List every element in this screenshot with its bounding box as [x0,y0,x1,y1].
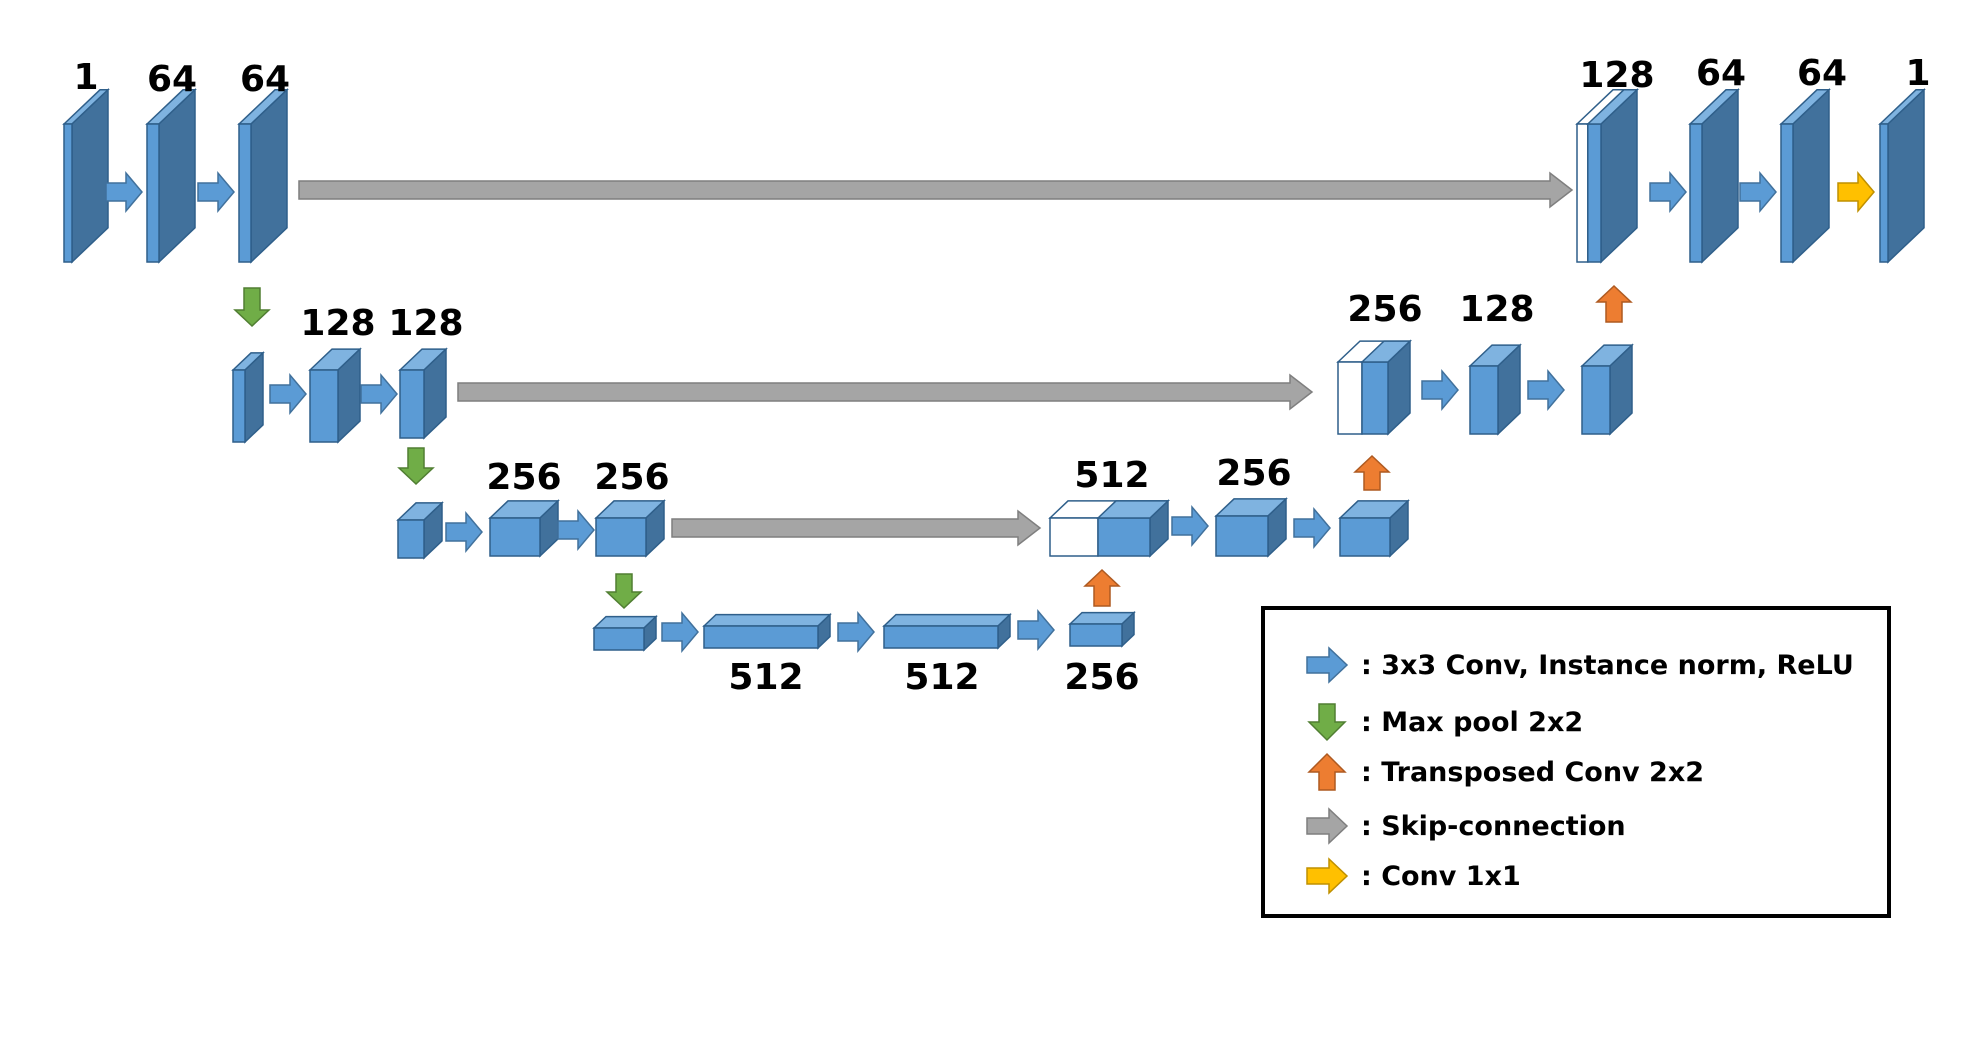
conv-arrow-dec3-1 [1171,504,1209,548]
block-dec3-b [1338,499,1410,558]
label-enc2-a: 128 [300,303,376,344]
legend-item-final: : Conv 1x1 [1305,856,1521,896]
label-enc3-b: 256 [594,457,670,498]
maxpool-arrow-1 [233,287,271,328]
block-bott-b [882,612,1012,650]
block-dec1-b [1779,88,1831,264]
legend-text-conv: : 3x3 Conv, Instance norm, ReLU [1361,649,1854,681]
label-dec1-a: 64 [1695,53,1747,94]
label-enc1-a: 64 [146,59,198,100]
skip-arrow-level3 [671,509,1042,547]
upconv-arrow-1 [1595,284,1633,323]
label-dec3-a: 256 [1216,453,1292,494]
block-enc2-in [231,351,265,444]
conv-arrow-enc2-2 [360,372,398,416]
label-dec3-cat: 512 [1074,455,1150,496]
label-dec1-cat: 128 [1579,55,1655,96]
upconv-arrow-icon [1307,752,1347,791]
legend-item-upconv: : Transposed Conv 2x2 [1305,752,1704,792]
conv-arrow-bott-2 [837,610,875,654]
legend-text-maxpool: : Max pool 2x2 [1361,706,1584,738]
label-dec2-a: 128 [1459,289,1535,330]
block-dec2-a [1468,343,1522,436]
block-dec3-cat [1048,499,1170,558]
conv-arrow-dec3-2 [1293,506,1331,550]
block-enc1-b [237,88,289,264]
block-enc1-a [145,88,197,264]
label-dec1-b: 64 [1796,53,1848,94]
conv-arrow-icon [1306,646,1349,684]
block-dec2-cat [1336,339,1412,436]
label-bott-up: 256 [1064,657,1140,698]
conv-arrow-enc3-2 [557,508,595,552]
legend-text-final: : Conv 1x1 [1361,860,1521,892]
skip-arrow-level1 [298,171,1574,209]
block-dec3-a [1214,497,1288,558]
legend-item-conv: : 3x3 Conv, Instance norm, ReLU [1305,645,1854,685]
maxpool-arrow-2 [397,447,435,486]
label-enc1-b: 64 [239,59,291,100]
block-bott-up [1068,610,1136,648]
block-bott-a [702,612,832,650]
label-dec2-cat: 256 [1347,289,1423,330]
legend-text-skip: : Skip-connection [1361,810,1626,842]
conv-arrow-dec2-2 [1527,368,1565,412]
block-dec1-cat [1575,88,1639,264]
block-enc2-b [398,347,448,440]
legend-box: : 3x3 Conv, Instance norm, ReLU : Max po… [1261,606,1891,918]
final-conv-arrow [1837,170,1875,214]
label-bott-b: 512 [904,657,980,698]
conv-arrow-enc2-1 [269,372,307,416]
block-dec2-b [1580,343,1634,436]
maxpool-arrow-icon [1307,703,1347,742]
legend-item-maxpool: : Max pool 2x2 [1305,702,1583,742]
label-enc2-b: 128 [388,303,464,344]
conv-arrow-enc1-2 [197,170,235,214]
conv-arrow-dec1-1 [1649,170,1687,214]
label-enc1-in: 1 [73,57,99,98]
skip-arrow-icon [1306,807,1349,845]
upconv-arrow-3 [1083,568,1121,607]
conv-arrow-bott-3 [1017,608,1055,652]
block-enc3-in [396,501,444,560]
conv-arrow-bott-1 [661,610,699,654]
block-dec1-a [1688,88,1740,264]
block-enc2-a [308,347,362,444]
conv-arrow-dec1-2 [1739,170,1777,214]
label-out: 1 [1905,53,1931,94]
block-enc1-in [62,88,110,264]
label-enc3-a: 256 [486,457,562,498]
block-bott-in [592,614,658,652]
legend-item-skip: : Skip-connection [1305,806,1626,846]
conv-arrow-enc1-1 [105,170,143,214]
block-enc3-a [488,499,560,558]
skip-arrow-level2 [457,373,1314,411]
upconv-arrow-2 [1353,454,1391,491]
block-out [1878,88,1926,264]
maxpool-arrow-3 [605,573,643,610]
final-conv-arrow-icon [1306,857,1349,895]
legend-text-upconv: : Transposed Conv 2x2 [1361,756,1705,788]
block-enc3-b [594,499,666,558]
label-bott-a: 512 [728,657,804,698]
conv-arrow-dec2-1 [1421,368,1459,412]
conv-arrow-enc3-1 [445,510,483,554]
